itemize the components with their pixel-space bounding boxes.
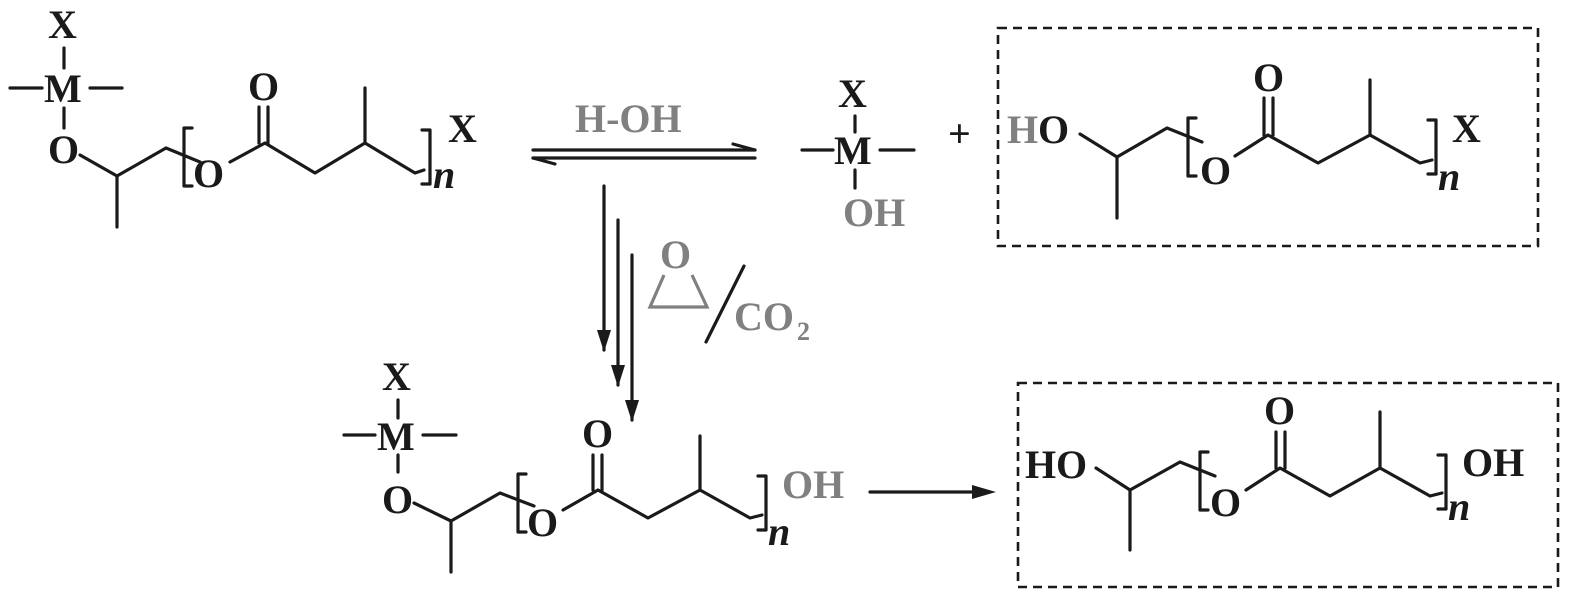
s3-backbone bbox=[1233, 133, 1434, 165]
s1-chain-1 bbox=[78, 146, 168, 178]
s4-o-alkoxide: O bbox=[382, 477, 413, 522]
s1-o-carbonyl: O bbox=[248, 64, 279, 109]
epoxide-ring bbox=[647, 274, 710, 309]
s3-x-end: X bbox=[1452, 106, 1481, 151]
s1-o-alkoxide: O bbox=[48, 127, 79, 172]
workup-arrow bbox=[868, 485, 996, 499]
right-arrowhead bbox=[972, 485, 996, 499]
structure-4-metal-alkoxide-polymer-oh: X M O O O n OH bbox=[342, 354, 844, 574]
structure-3-boxed-polymer-x: H O O O n X bbox=[996, 26, 1540, 248]
s5-bracket-left bbox=[1198, 450, 1210, 512]
s1-x-end: X bbox=[448, 106, 477, 151]
s1-n: n bbox=[433, 152, 455, 197]
s5-ho-o: O bbox=[1056, 442, 1087, 487]
s5-bracket-right bbox=[1436, 453, 1448, 511]
s4-bracket-right bbox=[756, 474, 768, 532]
down-arrowhead-1 bbox=[597, 330, 611, 352]
s4-o-ester: O bbox=[527, 500, 558, 545]
s4-chain-1 bbox=[412, 491, 536, 523]
s1-bracket-right bbox=[420, 128, 432, 186]
co2-c: CO bbox=[734, 294, 794, 339]
down-arrowhead-2 bbox=[611, 365, 625, 387]
s1-backbone bbox=[228, 141, 426, 175]
s3-o-carbonyl: O bbox=[1253, 55, 1284, 100]
s3-o: O bbox=[1038, 107, 1069, 152]
copolymerization-arrows: O CO 2 bbox=[597, 184, 810, 422]
s4-o-carbonyl: O bbox=[582, 411, 613, 456]
s5-chain-1 bbox=[1094, 460, 1217, 492]
s3-dashed-box bbox=[996, 26, 1540, 248]
s4-n: n bbox=[768, 509, 790, 554]
s4-oh-end: OH bbox=[782, 462, 844, 507]
down-arrowhead-3 bbox=[625, 400, 639, 422]
reagent-slash bbox=[704, 264, 746, 344]
structure-2-metal-hydroxide: X M OH bbox=[800, 71, 916, 235]
s5-o-ester: O bbox=[1210, 480, 1241, 525]
s5-backbone bbox=[1244, 466, 1444, 498]
plus-sign: + bbox=[948, 111, 971, 156]
structure-5-boxed-diol-polymer: H O O O n OH bbox=[1016, 381, 1560, 589]
s3-bracket-left bbox=[1186, 116, 1198, 178]
co2-subscript: 2 bbox=[797, 317, 810, 346]
s3-bracket-right bbox=[1426, 118, 1438, 176]
s5-n: n bbox=[1448, 484, 1470, 529]
s2-m: M bbox=[834, 128, 872, 173]
s1-x-top: X bbox=[48, 2, 77, 47]
s5-dashed-box bbox=[1016, 381, 1560, 589]
s4-m: M bbox=[377, 414, 415, 459]
s4-bracket-left bbox=[516, 472, 528, 534]
s5-ho: H bbox=[1025, 442, 1056, 487]
s5-oh-end: OH bbox=[1462, 440, 1524, 485]
s5-o-carbonyl: O bbox=[1264, 388, 1295, 433]
s3-o-ester: O bbox=[1200, 148, 1231, 193]
s3-n: n bbox=[1438, 154, 1460, 199]
s1-o-ester: O bbox=[193, 151, 224, 196]
s3-chain-1 bbox=[1078, 126, 1204, 159]
s3-h: H bbox=[1007, 107, 1038, 152]
s1-m: M bbox=[44, 66, 82, 111]
s4-x: X bbox=[382, 354, 411, 399]
s4-backbone bbox=[561, 488, 764, 520]
epoxide-o: O bbox=[660, 232, 691, 277]
structure-1-metal-alkoxide-polymer: X M O O O n X bbox=[8, 2, 477, 229]
s2-oh: OH bbox=[843, 190, 905, 235]
hydrolysis-equilibrium: H-OH bbox=[531, 96, 757, 166]
s2-x: X bbox=[838, 71, 867, 116]
equil-arrowhead-forward bbox=[731, 142, 757, 152]
equil-arrowhead-back bbox=[531, 156, 557, 166]
s1-bracket-left bbox=[182, 126, 194, 188]
reagent-water: H-OH bbox=[575, 96, 682, 141]
